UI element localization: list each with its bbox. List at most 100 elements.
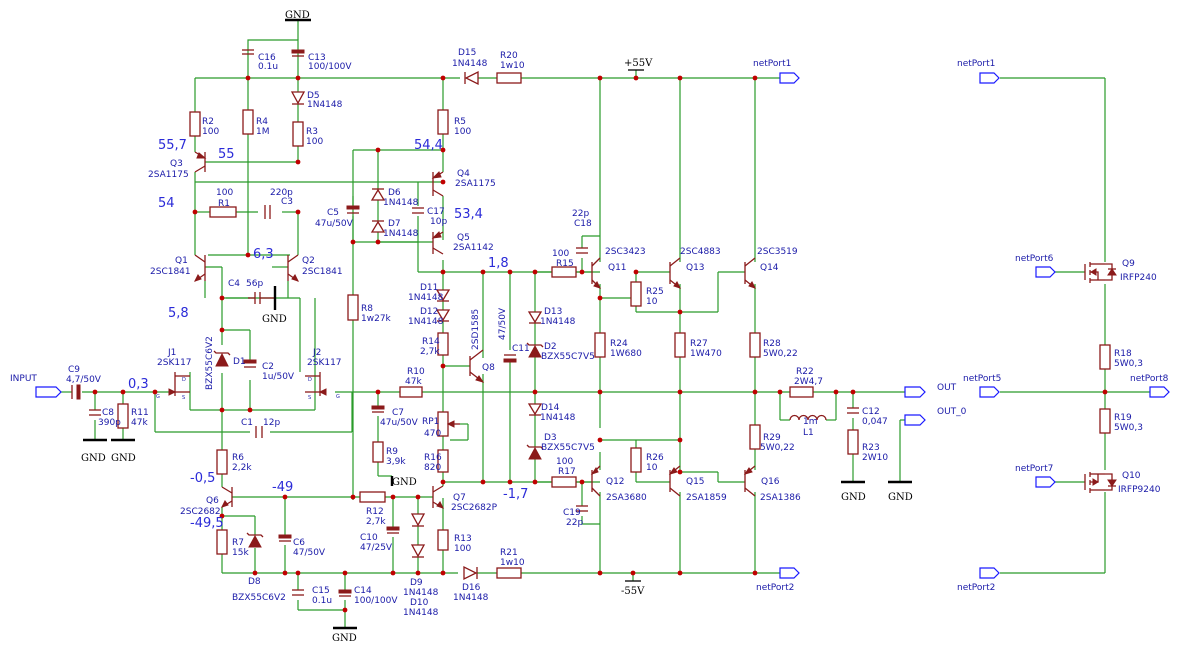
voltage-label: 0,3: [128, 377, 149, 392]
vneg-label: -55V: [621, 586, 645, 597]
part-value: 47/50V: [293, 548, 326, 558]
part-value: 100: [556, 457, 573, 467]
svg-text:S: S: [182, 395, 185, 401]
ground-symbols: [83, 18, 912, 630]
part-ref: R5: [454, 117, 466, 127]
part-value: 390p: [98, 418, 121, 428]
resistors: [117, 72, 1111, 579]
gnd-label: GND: [332, 633, 357, 644]
part-ref: Q5: [457, 233, 470, 243]
part-ref: R29: [763, 433, 781, 443]
part-ref: D5: [307, 91, 320, 101]
part-ref: C12: [862, 407, 880, 417]
part-ref: J2: [312, 348, 321, 358]
part-ref: Q16: [761, 477, 780, 487]
voltage-label: 1,8: [488, 256, 509, 271]
part-ref: R3: [306, 127, 318, 137]
part-value: 820: [424, 463, 441, 473]
part-ref: R4: [256, 117, 268, 127]
part-value: 5W0,22: [763, 349, 798, 359]
part-ref: R28: [763, 339, 781, 349]
part-value: 1W470: [690, 349, 722, 359]
gnd-label: GND: [81, 453, 106, 464]
part-value: 2SC1841: [150, 267, 191, 277]
part-ref: D13: [544, 307, 562, 317]
part-ref: D2: [544, 342, 557, 352]
part-ref: D8: [248, 577, 261, 587]
part-ref: Q12: [606, 477, 625, 487]
part-ref: Q9: [1122, 259, 1135, 269]
svg-text:S: S: [308, 395, 311, 401]
part-value: 5W0,3: [1114, 423, 1143, 433]
part-value: 2SA1175: [148, 170, 189, 180]
part-ref: R16: [424, 453, 442, 463]
part-value: 1N4148: [540, 317, 576, 327]
part-ref: C15: [312, 586, 330, 596]
part-ref: R21: [500, 548, 518, 558]
part-value: 2SK117: [307, 358, 342, 368]
part-value: 1N4148: [403, 588, 439, 598]
part-ref: C9: [68, 365, 80, 375]
part-value: 2SA1859: [686, 493, 727, 503]
part-ref: R1: [218, 199, 230, 209]
part-ref: D16: [462, 583, 481, 593]
part-ref: C8: [102, 408, 114, 418]
part-value: 2,2k: [232, 463, 252, 473]
voltage-label: 6,3: [253, 247, 274, 262]
part-value: IRFP240: [1120, 273, 1157, 283]
part-value: 47k: [405, 377, 422, 387]
part-ref: R7: [232, 538, 244, 548]
part-ref: R19: [1114, 413, 1132, 423]
part-ref: Q11: [608, 263, 627, 273]
part-value: 100: [454, 544, 471, 554]
port-label: netPort7: [1015, 464, 1053, 474]
part-ref: R27: [690, 339, 708, 349]
port-out0-label: OUT_0: [937, 407, 967, 417]
part-value: BZX55C7V5: [541, 352, 595, 362]
svg-text:D: D: [308, 377, 312, 383]
voltage-label: 54,4: [414, 138, 443, 153]
part-ref: R8: [361, 304, 373, 314]
gnd-label: GND: [888, 492, 913, 503]
part-ref: R17: [558, 467, 576, 477]
part-value: 1N4148: [408, 317, 444, 327]
part-value: 47/25V: [360, 543, 393, 553]
part-value: 100: [306, 137, 323, 147]
part-ref: R2: [202, 117, 214, 127]
part-value: 2,7k: [366, 517, 386, 527]
part-ref: R10: [407, 367, 425, 377]
part-value: 2SC4883: [680, 247, 721, 257]
part-ref: D14: [541, 403, 560, 413]
part-value: 15k: [232, 548, 249, 558]
part-ref: J1: [167, 348, 176, 358]
part-value: 2SC2682P: [451, 503, 498, 513]
part-ref: D15: [458, 48, 476, 58]
part-ref: C10: [360, 533, 378, 543]
part-ref: Q13: [686, 263, 705, 273]
port-label: netPort6: [1015, 254, 1054, 264]
part-value: 1M: [256, 127, 270, 137]
part-ref: R26: [646, 453, 664, 463]
part-ref: C2: [262, 362, 274, 372]
part-value: 1N4148: [383, 198, 419, 208]
gnd-label: GND: [392, 477, 417, 488]
part-ref: C14: [354, 586, 372, 596]
part-ref: D9: [410, 578, 423, 588]
part-ref: Q4: [457, 169, 470, 179]
part-value: 1N4148: [452, 59, 488, 69]
part-value: 1w27k: [361, 314, 392, 324]
part-ref: Q7: [453, 493, 466, 503]
part-value: 56p: [246, 279, 263, 289]
part-value: 47u/50V: [315, 219, 354, 229]
part-ref: C4: [228, 279, 240, 289]
part-ref: C3: [281, 197, 293, 207]
part-value: 10: [646, 463, 658, 473]
port-label: netPort1: [753, 59, 791, 69]
part-ref: R11: [131, 408, 149, 418]
capacitors: [71, 49, 859, 597]
part-ref: C17: [427, 207, 445, 217]
part-value: 2,7k: [420, 347, 440, 357]
part-ref: C6: [293, 538, 305, 548]
part-value: 0.1u: [258, 62, 278, 72]
voltage-labels: 55,7 55 54 54,4 53,4 6,3 5,8 0,3 1,8 -1,…: [128, 138, 528, 531]
